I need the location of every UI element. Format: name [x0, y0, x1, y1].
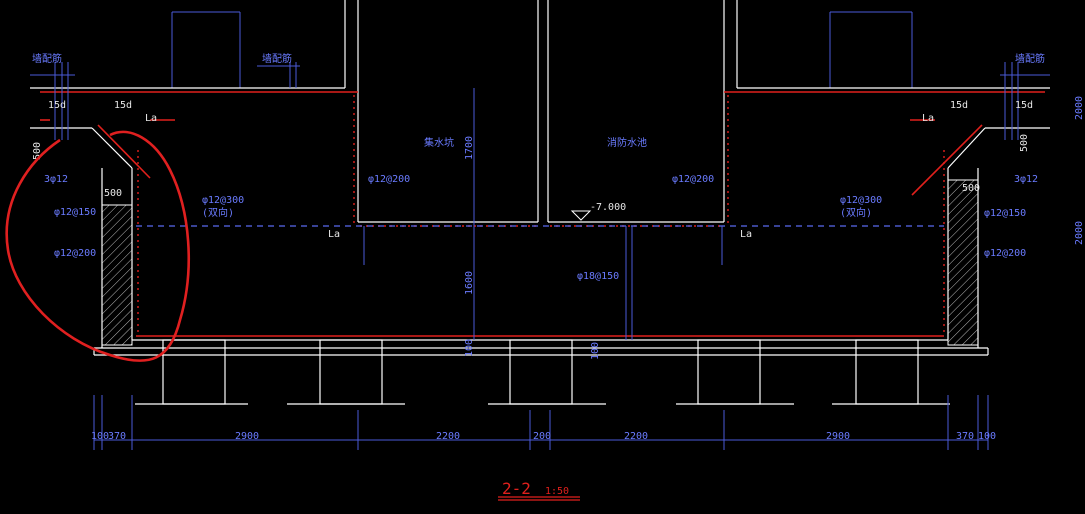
dim-label: 2200	[624, 431, 648, 442]
room-right-label: 消防水池	[607, 136, 647, 149]
label-phi12-200-pit: φ12@200	[368, 174, 410, 185]
label-15d: 15d	[1015, 100, 1033, 111]
label-100: 100	[590, 342, 601, 360]
label-side: 2000	[1074, 96, 1085, 120]
section-title-block: 2-2 1:50	[498, 479, 580, 501]
label-500: 500	[104, 188, 122, 199]
tag-right: 墙配筋	[1015, 52, 1045, 65]
label-3phi12: 3φ12	[1014, 174, 1038, 185]
label-500: 500	[1019, 134, 1030, 152]
dim-label: 100	[978, 431, 996, 442]
label-phi12-300: φ12@300	[840, 195, 882, 206]
dim-label: 100	[91, 431, 109, 442]
footings	[135, 339, 950, 405]
dim-label: 370	[108, 431, 126, 442]
label-500: 500	[962, 183, 980, 194]
label-phi12-150: φ12@150	[984, 208, 1026, 219]
label-elev: -7.000	[590, 202, 626, 213]
rebar-lines	[40, 91, 1045, 337]
upper-structure	[171, 0, 913, 223]
label-1600: 1600	[464, 271, 475, 295]
tag-left: 墙配筋	[32, 52, 62, 65]
dimension-line	[93, 395, 989, 450]
label-side: 2000	[1074, 221, 1085, 245]
right-wall-hatch	[947, 179, 979, 346]
label-phi12-200: φ12@200	[984, 248, 1026, 259]
label-phi12-200: φ12@200	[54, 248, 96, 259]
dim-label: 2900	[826, 431, 850, 442]
left-wall-hatch	[101, 204, 133, 346]
dimension-labels: 100 370 2900 2200 200 2200 2900 370 100	[91, 431, 996, 442]
label-la: La	[740, 229, 752, 240]
tank-outline	[30, 87, 1050, 356]
dim-label: 200	[533, 431, 551, 442]
markup-circle	[5, 130, 191, 363]
label-100: 100	[464, 339, 475, 357]
elevation-marker	[570, 210, 592, 221]
dim-label: 2900	[235, 431, 259, 442]
label-la: La	[145, 113, 157, 124]
label-dual: (双向)	[202, 206, 234, 219]
dim-label: 370	[956, 431, 974, 442]
label-1700: 1700	[464, 136, 475, 160]
section-scale: 1:50	[545, 486, 569, 497]
tag-mid: 墙配筋	[262, 52, 292, 65]
room-left-label: 集水坑	[424, 136, 454, 149]
label-500: 500	[32, 142, 43, 160]
label-3phi12: 3φ12	[44, 174, 68, 185]
label-phi18-150: φ18@150	[577, 271, 619, 282]
label-phi12-200-pit: φ12@200	[672, 174, 714, 185]
edge-details	[30, 62, 1050, 140]
label-la: La	[328, 229, 340, 240]
label-phi12-150: φ12@150	[54, 207, 96, 218]
label-dual: (双向)	[840, 206, 872, 219]
label-phi12-300: φ12@300	[202, 195, 244, 206]
label-15d: 15d	[950, 100, 968, 111]
label-15d: 15d	[48, 100, 66, 111]
section-title: 2-2	[502, 479, 531, 498]
inner-dims	[363, 88, 723, 340]
annotations: 15d 15d 15d 15d La La La La 500 500 500 …	[32, 52, 1085, 360]
label-15d: 15d	[114, 100, 132, 111]
label-la: La	[922, 113, 934, 124]
dim-label: 2200	[436, 431, 460, 442]
